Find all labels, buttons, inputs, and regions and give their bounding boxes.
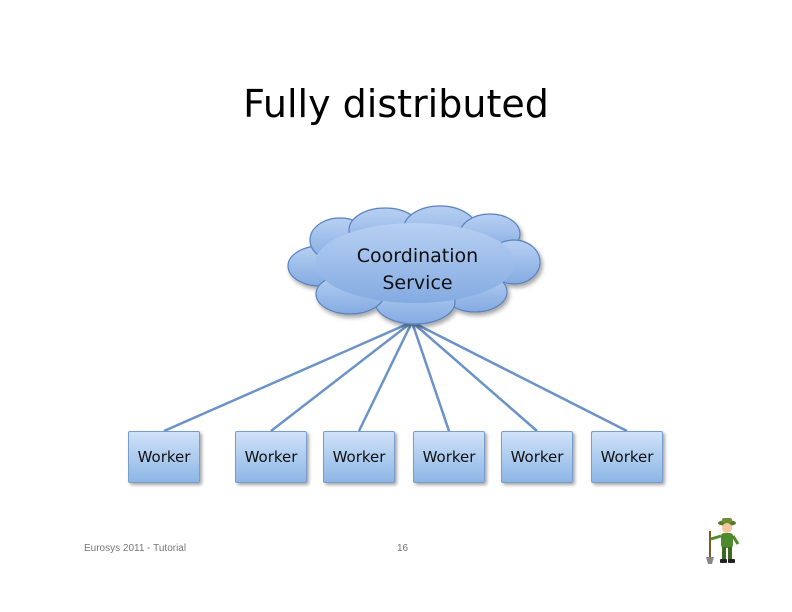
- slide-title: Fully distributed: [243, 82, 549, 126]
- connector-line-2: [270, 321, 413, 432]
- connector-line-1: [163, 320, 413, 433]
- worker-node-1: Worker: [128, 431, 200, 483]
- footer-text: Eurosys 2011 - Tutorial: [84, 543, 187, 554]
- gardener-mascot-icon: [706, 518, 740, 564]
- worker-node-2: Worker: [235, 431, 307, 483]
- connector-line-6: [411, 320, 628, 433]
- cloud-label-line1: Coordination: [356, 245, 479, 267]
- page-number: 16: [396, 543, 409, 554]
- cloud-shape: [287, 205, 541, 325]
- connector-line-4: [410, 321, 451, 432]
- coordination-service-label: Coordination Service: [300, 243, 535, 297]
- worker-node-4: Worker: [413, 431, 485, 483]
- cloud-label-line2: Service: [382, 272, 453, 294]
- worker-node-5: Worker: [501, 431, 573, 483]
- connector-line-3: [357, 321, 414, 432]
- connector-lines: [163, 320, 628, 433]
- worker-node-3: Worker: [323, 431, 395, 483]
- connector-line-5: [411, 321, 538, 432]
- worker-node-6: Worker: [591, 431, 663, 483]
